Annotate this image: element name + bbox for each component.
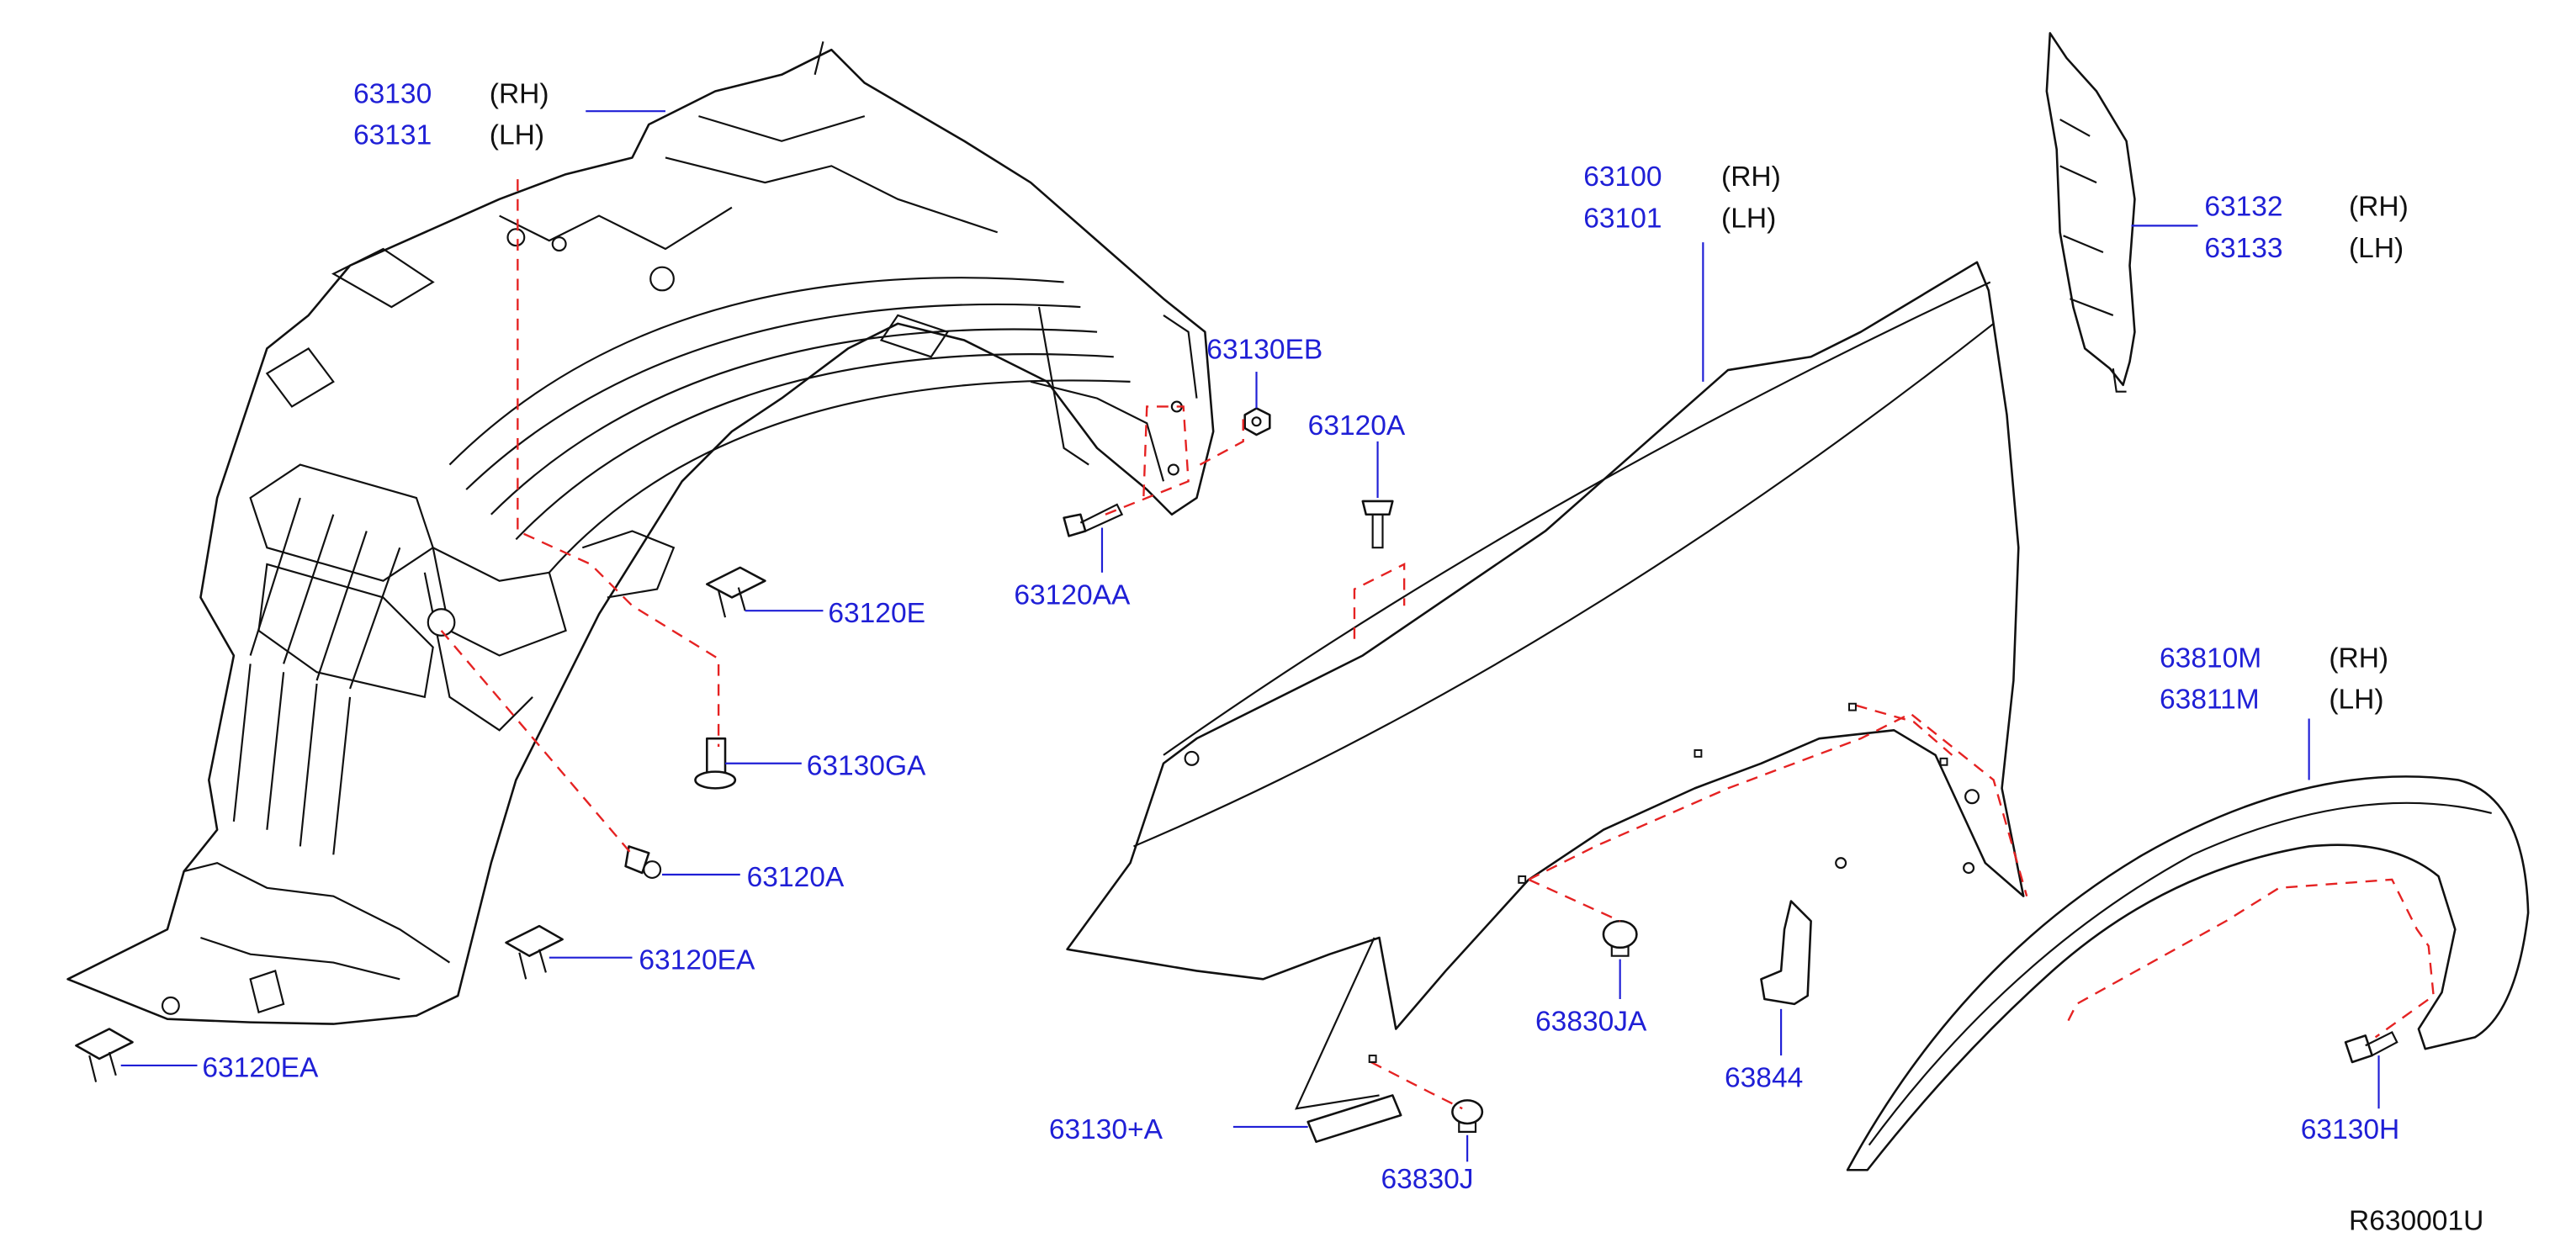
label-63133-lh: 63133 (2204, 233, 2282, 264)
label-63133-side: (LH) (2349, 233, 2404, 264)
label-63130ga: 63130GA (807, 751, 926, 782)
label-63132-rh: 63132 (2204, 192, 2282, 223)
label-63844: 63844 (1725, 1063, 1803, 1094)
phantom-lines (440, 179, 2435, 1110)
label-63120a-top: 63120A (1308, 410, 1406, 442)
label-63130eb: 63130EB (1206, 334, 1322, 365)
labels: 63130 (RH) 63131 (LH) 63100 (RH) 63101 (… (202, 78, 2483, 1236)
label-63120ea-left: 63120EA (202, 1053, 319, 1084)
fender-protector-drawing (66, 41, 1215, 1025)
label-63811m-side: (LH) (2329, 685, 2383, 716)
label-63810m-rh: 63810M (2160, 643, 2261, 674)
diagram-reference-code: R630001U (2349, 1205, 2483, 1236)
label-63100-side: (RH) (1721, 161, 1781, 193)
label-63120a-lower: 63120A (747, 862, 845, 893)
label-63810m-side: (RH) (2329, 643, 2388, 674)
label-63120e: 63120E (828, 598, 925, 629)
leader-lines (120, 110, 2380, 1162)
wheel-arch-molding-drawing (1846, 775, 2530, 1171)
label-63830ja: 63830JA (1535, 1006, 1647, 1037)
label-63131-lh: 63131 (353, 120, 432, 151)
label-63131-side: (LH) (490, 120, 544, 151)
attachment-marks (1368, 702, 1980, 1063)
label-63132-side: (RH) (2349, 192, 2409, 223)
label-63100-rh: 63100 (1583, 161, 1662, 193)
label-63101-lh: 63101 (1583, 203, 1662, 234)
label-63130-side: (RH) (490, 78, 549, 109)
fender-drawing (1066, 261, 2025, 1143)
label-63101-side: (LH) (1721, 203, 1776, 234)
label-63130a: 63130+A (1049, 1114, 1163, 1145)
fasteners (75, 407, 2398, 1133)
label-63120ea-mid: 63120EA (639, 944, 755, 976)
label-63130-rh: 63130 (353, 78, 432, 109)
label-63130h: 63130H (2301, 1114, 2399, 1145)
label-63120aa: 63120AA (1014, 579, 1131, 611)
seal-63844-drawing (1760, 900, 1812, 1006)
label-63830j: 63830J (1381, 1164, 1474, 1195)
fender-stay-drawing (2045, 32, 2136, 393)
label-63811m-lh: 63811M (2160, 685, 2260, 716)
